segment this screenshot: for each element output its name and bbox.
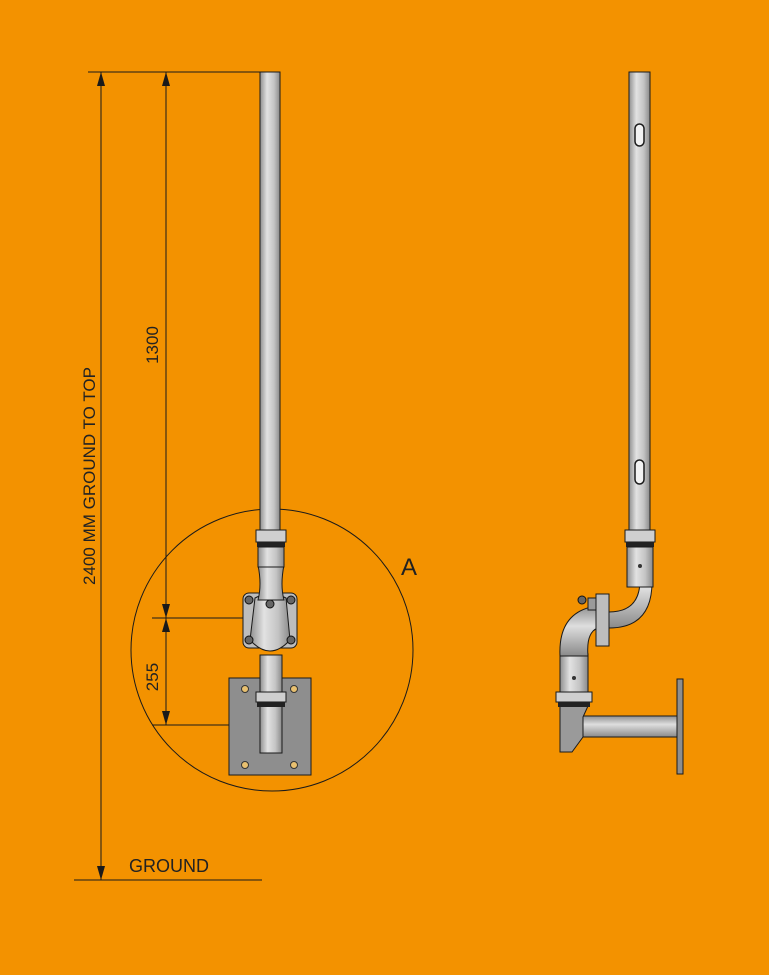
clamp-bolts [244, 595, 296, 645]
lower-elbow [559, 605, 599, 657]
pipe-slot-lower [634, 459, 645, 485]
base-plate-bolts [241, 685, 298, 769]
dimension-arrows [97, 72, 170, 880]
swivel-flange [595, 593, 610, 647]
upper-dimension-label: 1300 [143, 326, 162, 364]
flange-bolt [577, 595, 587, 605]
wall-plate [676, 678, 684, 775]
detail-marker-label: A [401, 554, 417, 581]
front-view-assembly [228, 71, 312, 776]
pipe-slot-upper [634, 123, 645, 147]
side-view-assembly [555, 71, 684, 775]
dimension-lines [74, 71, 262, 881]
side-main-pipe [628, 71, 651, 531]
ground-label: GROUND [129, 856, 209, 876]
total-height-label: 2400 MM GROUND TO TOP [80, 367, 99, 585]
main-pipe [259, 71, 281, 531]
horizontal-arm [582, 715, 678, 738]
lower-dimension-label: 255 [143, 663, 162, 691]
side-upper-coupling [624, 529, 656, 543]
upper-coupling [255, 529, 287, 543]
